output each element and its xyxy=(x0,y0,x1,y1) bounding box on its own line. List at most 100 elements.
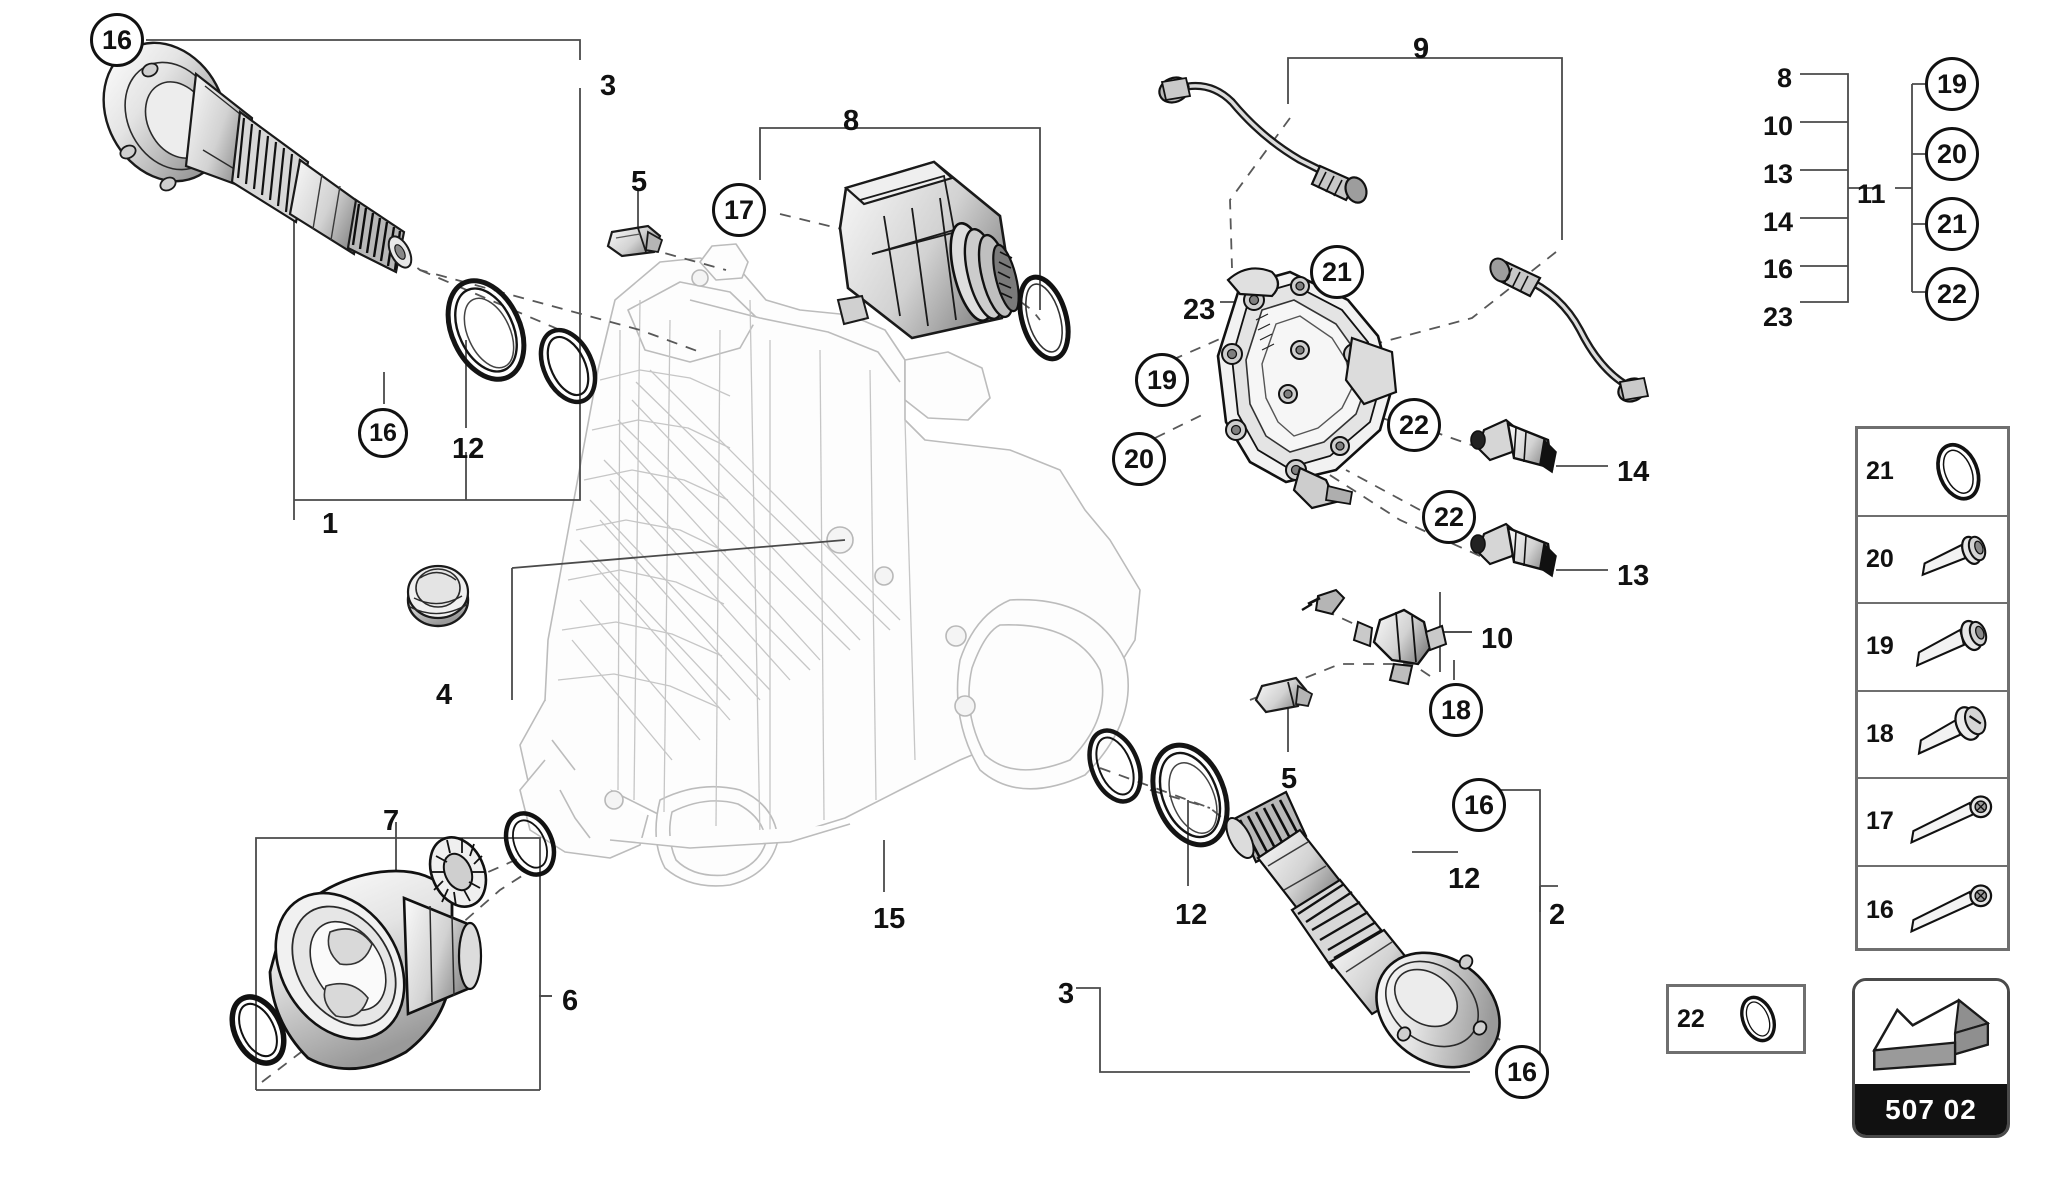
part-number-label: 10 xyxy=(1481,623,1513,656)
o-ring-icon xyxy=(1904,429,2007,515)
label-text: 3 xyxy=(600,70,617,102)
legend-box-22: 22 xyxy=(1666,984,1806,1054)
part-number-label: 7 xyxy=(383,805,399,838)
socket-bolt-long-icon xyxy=(1904,779,2007,865)
legend-number: 20 xyxy=(1866,544,1894,573)
label-text: 10 xyxy=(1481,623,1514,655)
fastener-group-number: 16 xyxy=(1763,254,1793,285)
callout-bubble: 18 xyxy=(1429,683,1483,737)
part-2-output-flange-right xyxy=(1225,790,1501,1069)
part-number-label: 12 xyxy=(1448,863,1480,896)
fastener-group-number: 14 xyxy=(1763,207,1793,238)
label-text: 14 xyxy=(1617,456,1650,488)
label-text: 5 xyxy=(631,166,648,198)
part-9-hydraulic-line-lower xyxy=(1489,257,1650,403)
callout-label: 20 xyxy=(1936,138,1968,169)
flange-bolt-short-icon xyxy=(1904,517,2007,603)
callout-label: 16 xyxy=(1506,1056,1538,1087)
part-12-shaft-seal-right xyxy=(1150,742,1230,848)
diagram-code-bar: 507 02 xyxy=(1855,1084,2007,1135)
label-text: 11 xyxy=(1857,179,1886,209)
callout-label: 21 xyxy=(1321,256,1353,287)
label-text: 8 xyxy=(1777,63,1793,93)
part-13-pressure-sensor xyxy=(1470,522,1557,578)
label-text: 7 xyxy=(383,805,400,837)
callout-bubble: 19 xyxy=(1925,57,1979,111)
label-text: 3 xyxy=(1058,978,1075,1010)
callout-bubble: 16 xyxy=(1452,778,1506,832)
label-text: 12 xyxy=(452,433,485,465)
part-12b-seal-ring-left xyxy=(538,327,598,405)
part-number-label: 5 xyxy=(631,166,647,199)
part-number-label: 8 xyxy=(843,105,859,138)
part-10-connector-bracket xyxy=(1352,608,1448,686)
part-7-fluted-ring xyxy=(428,836,488,908)
label-text: 9 xyxy=(1413,33,1430,65)
label-text: 5 xyxy=(1281,763,1298,795)
part-number-label: 3 xyxy=(600,70,616,103)
part-number-label: 14 xyxy=(1617,456,1649,489)
flange-bolt-icon xyxy=(1904,604,2007,690)
o-ring-icon xyxy=(1715,987,1803,1051)
diagram-code-plate: 507 02 xyxy=(1852,978,2010,1138)
legend-number: 21 xyxy=(1866,457,1894,486)
label-text: 1 xyxy=(322,508,339,540)
label-text: 16 xyxy=(1763,254,1794,284)
part-4-sealing-plug xyxy=(406,564,470,628)
fastener-group-number: 23 xyxy=(1763,302,1793,333)
part-5-breather-vent-bottom xyxy=(1254,676,1314,714)
label-text: 13 xyxy=(1617,560,1650,592)
part-1-output-flange-left xyxy=(102,41,413,274)
callout-bubble: 16 xyxy=(358,408,408,458)
label-text: 23 xyxy=(1763,302,1794,332)
part-12-shaft-seal-left xyxy=(445,278,527,382)
legend-row: 17 xyxy=(1858,779,2007,867)
callout-bubble: 22 xyxy=(1925,267,1979,321)
part-8-electric-motor-pump xyxy=(836,160,1071,362)
part-14-pressure-sensor xyxy=(1470,418,1557,474)
callout-label: 17 xyxy=(723,194,755,225)
part-number-label: 12 xyxy=(1175,899,1207,932)
callout-label: 18 xyxy=(1440,694,1472,725)
wedge-block-icon xyxy=(1855,981,2007,1084)
fastener-group-number: 10 xyxy=(1763,111,1793,142)
callout-bubble: 17 xyxy=(712,183,766,237)
legend-row: 18 xyxy=(1858,692,2007,779)
part-number-label: 4 xyxy=(436,679,452,712)
socket-bolt-long-icon xyxy=(1904,867,2007,955)
callout-label: 16 xyxy=(369,418,397,447)
legend-number: 22 xyxy=(1677,1004,1705,1033)
part-9-hydraulic-line-upper xyxy=(1158,76,1368,204)
legend-row: 19 xyxy=(1858,604,2007,692)
label-text: 14 xyxy=(1763,207,1794,237)
legend-row: 20 xyxy=(1858,517,2007,604)
callout-label: 16 xyxy=(1463,789,1495,820)
flange-bolt-wide-icon xyxy=(1904,692,2007,778)
callout-bubble: 22 xyxy=(1387,398,1441,452)
callout-bubble: 21 xyxy=(1925,197,1979,251)
part-12-seal-ring-right-small xyxy=(1087,728,1143,804)
part-number-label: 3 xyxy=(1058,978,1074,1011)
part-number-label: 6 xyxy=(562,985,578,1018)
label-text: 8 xyxy=(843,105,860,137)
label-text: 23 xyxy=(1183,294,1216,326)
label-text: 4 xyxy=(436,679,453,711)
legend-row: 21 xyxy=(1858,429,2007,517)
callout-label: 22 xyxy=(1398,409,1430,440)
part-clip-pin xyxy=(1301,588,1346,616)
part-6-snap-ring xyxy=(229,994,287,1066)
legend-number: 16 xyxy=(1866,895,1894,924)
fastener-group-number: 11 xyxy=(1857,179,1886,210)
part-7-seal-ring xyxy=(503,811,557,877)
part-number-label: 15 xyxy=(873,903,905,936)
diagram-code-text: 507 02 xyxy=(1885,1093,1977,1125)
callout-bubble: 16 xyxy=(1495,1045,1549,1099)
part-7-differential-cover-assembly xyxy=(229,811,557,1071)
label-text: 6 xyxy=(562,985,579,1017)
callout-label: 19 xyxy=(1146,364,1178,395)
fastener-group-number: 13 xyxy=(1763,159,1793,190)
label-text: 10 xyxy=(1763,111,1794,141)
label-text: 13 xyxy=(1763,159,1794,189)
